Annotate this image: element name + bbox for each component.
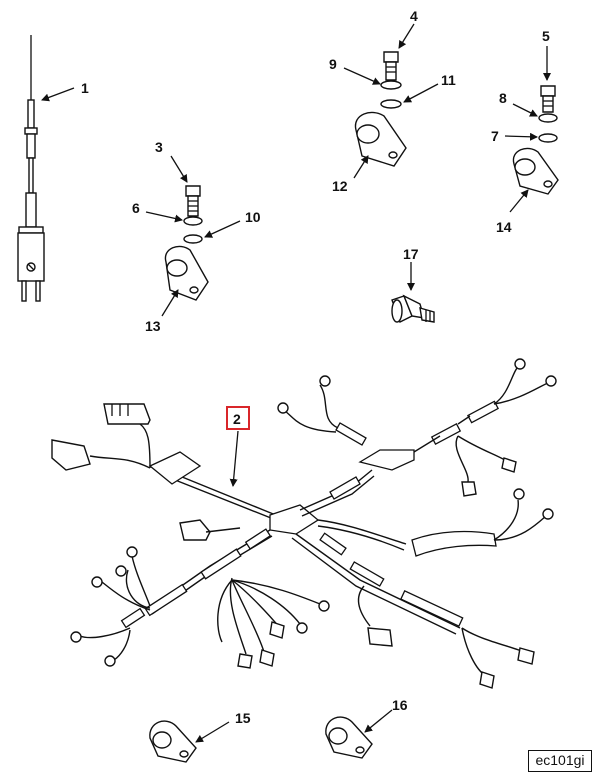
callout-12: 12 — [332, 178, 348, 194]
callout-8: 8 — [499, 90, 507, 106]
bolt-part-3 — [185, 185, 201, 217]
callout-4: 4 — [410, 8, 418, 24]
callout-5: 5 — [542, 28, 550, 44]
clamp-part-14 — [512, 147, 559, 195]
leader-3 — [170, 155, 188, 183]
lockwasher-part-8 — [538, 113, 558, 123]
leader-12 — [353, 155, 369, 179]
callout-2-highlight-box — [226, 406, 250, 430]
callout-15: 15 — [235, 710, 251, 726]
callout-2: 2 — [233, 411, 241, 427]
leader-1 — [41, 87, 75, 102]
leader-8 — [512, 103, 538, 117]
callout-16: 16 — [392, 697, 408, 713]
wiring-harness-part-2 — [51, 358, 557, 689]
callout-1: 1 — [81, 80, 89, 96]
leader-6 — [145, 211, 183, 223]
callout-10: 10 — [245, 209, 261, 225]
leader-4 — [398, 23, 415, 49]
callout-7: 7 — [491, 128, 499, 144]
clamp-part-15 — [149, 720, 197, 763]
callout-6: 6 — [132, 200, 140, 216]
leader-2 — [229, 430, 239, 487]
lockwasher-part-6 — [183, 216, 203, 226]
clamp-part-16 — [325, 716, 373, 759]
washer-part-7 — [538, 133, 558, 143]
callout-14: 14 — [496, 219, 512, 235]
washer-part-10 — [183, 234, 203, 244]
leader-7 — [504, 132, 538, 141]
lockwasher-part-9 — [380, 80, 402, 90]
figure-id-label: ec101gi — [528, 750, 592, 772]
leader-16 — [364, 709, 393, 733]
clamp-part-13 — [164, 245, 209, 301]
leader-15 — [195, 721, 230, 743]
bolt-part-4 — [383, 51, 399, 81]
leader-9 — [343, 67, 381, 85]
callout-17: 17 — [403, 246, 419, 262]
clamp-part-12 — [354, 111, 407, 167]
leader-14 — [509, 189, 529, 213]
sender-part-17 — [391, 294, 435, 323]
callout-13: 13 — [145, 318, 161, 334]
callout-3: 3 — [155, 139, 163, 155]
leader-11 — [403, 83, 439, 103]
leader-10 — [204, 220, 241, 238]
washer-part-11 — [380, 99, 402, 109]
callout-9: 9 — [329, 56, 337, 72]
probe-part-1 — [17, 35, 45, 302]
leader-13 — [161, 289, 179, 317]
bolt-part-5 — [540, 85, 556, 113]
callout-11: 11 — [441, 72, 456, 88]
